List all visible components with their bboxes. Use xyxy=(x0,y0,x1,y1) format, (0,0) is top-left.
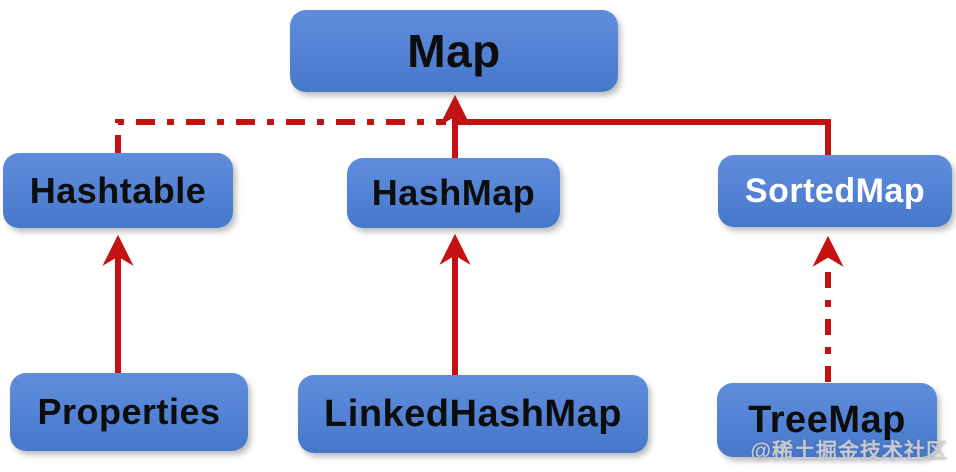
watermark-text: @稀土掘金技术社区 xyxy=(750,440,948,463)
node-map[interactable]: Map xyxy=(290,10,618,92)
edge-hashtable-map xyxy=(115,119,446,154)
node-hashtable[interactable]: Hashtable xyxy=(3,153,233,228)
node-hashmap[interactable]: HashMap xyxy=(347,158,560,228)
node-sortedmap[interactable]: SortedMap xyxy=(718,155,952,227)
node-properties[interactable]: Properties xyxy=(10,373,248,451)
node-linkedhashmap[interactable]: LinkedHashMap xyxy=(298,375,648,453)
node-treemap[interactable]: TreeMap xyxy=(717,383,937,457)
edge-sortedmap-map xyxy=(458,119,831,157)
